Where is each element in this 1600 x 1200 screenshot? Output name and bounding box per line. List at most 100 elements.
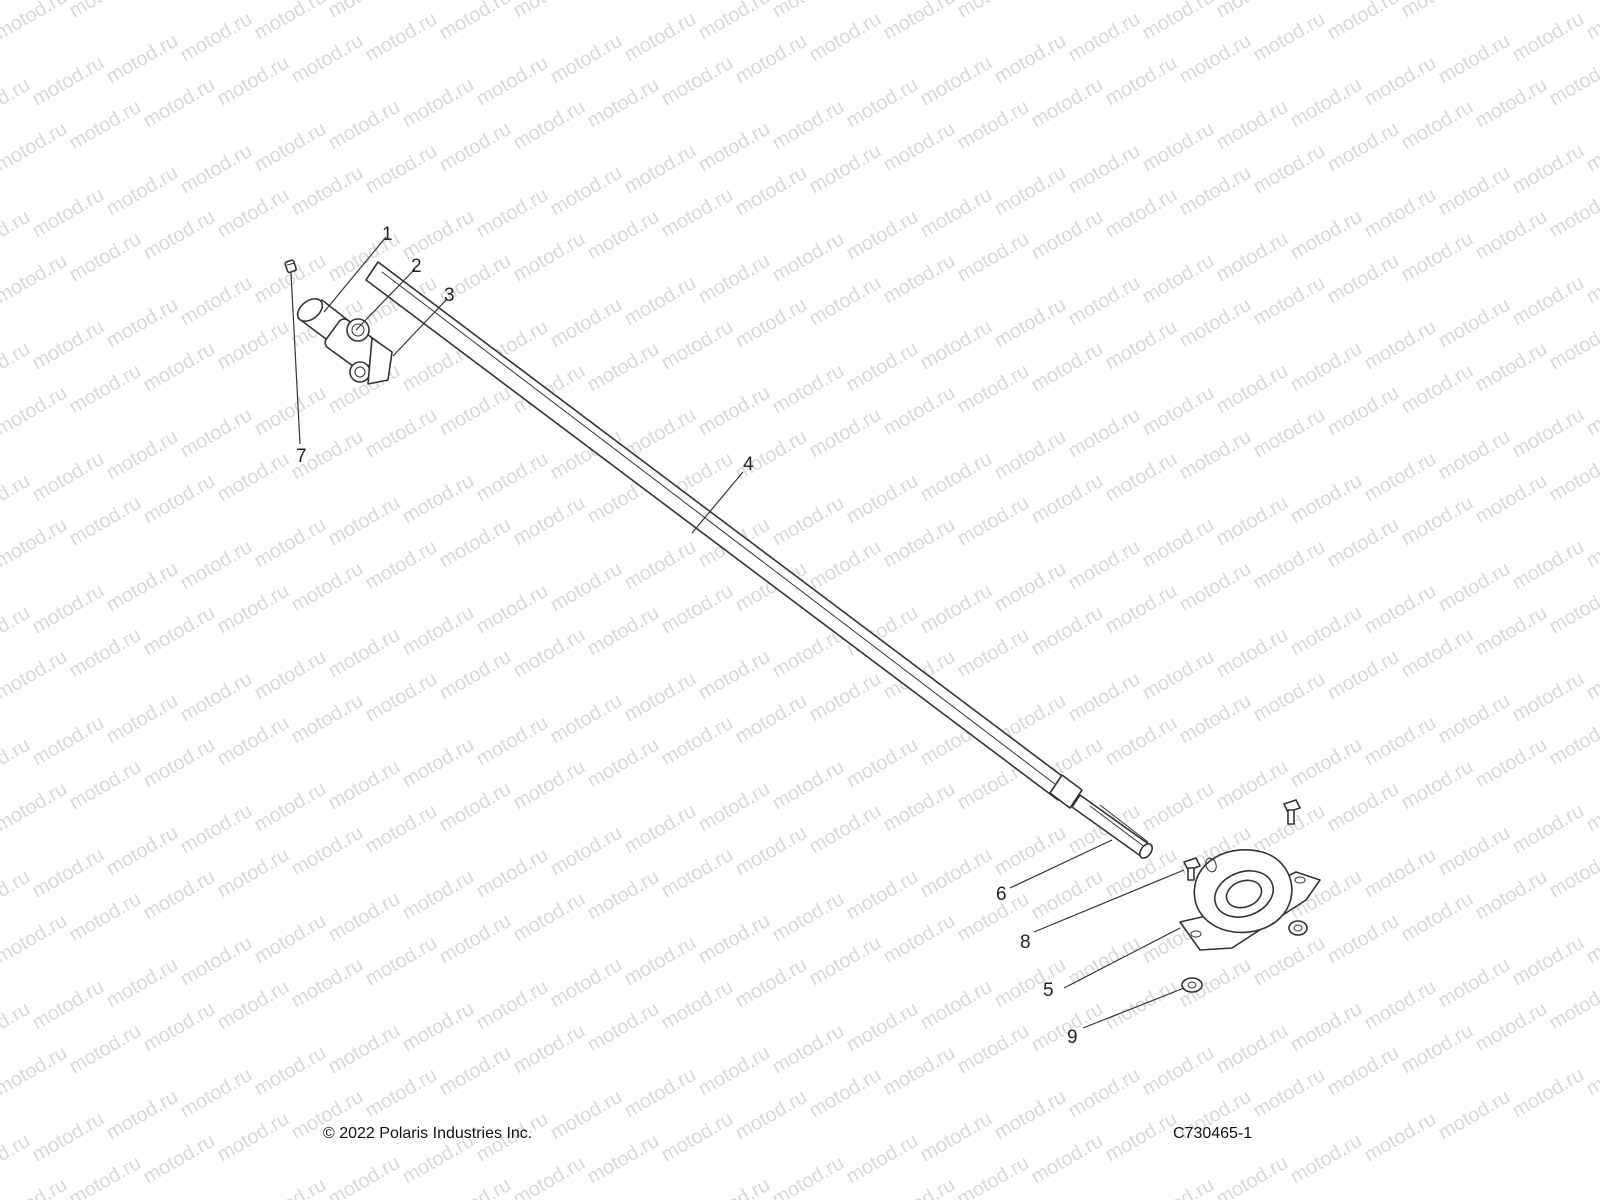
watermark-text: motod.ru — [1583, 514, 1600, 573]
watermark-text: motod.ru — [473, 184, 552, 243]
watermark-text: motod.ru — [843, 74, 922, 133]
watermark-text: motod.ru — [1472, 602, 1551, 661]
watermark-text: motod.ru — [1435, 30, 1514, 89]
watermark-text: motod.ru — [1398, 888, 1477, 947]
watermark-text: motod.ru — [880, 250, 959, 309]
watermark-text: motod.ru — [1583, 118, 1600, 177]
watermark-text: motod.ru — [0, 250, 71, 309]
grease-fitting — [284, 259, 297, 274]
watermark-text: motod.ru — [843, 1130, 922, 1189]
watermark-text: motod.ru — [658, 976, 737, 1035]
watermark-text: motod.ru — [1102, 712, 1181, 771]
watermark-text: motod.ru — [769, 888, 848, 947]
watermark-text: motod.ru — [769, 228, 848, 287]
watermark-text: motod.ru — [1435, 822, 1514, 881]
watermark-text: motod.ru — [29, 580, 108, 639]
watermark-text: motod.ru — [66, 228, 145, 287]
watermark-text: motod.ru — [1139, 1042, 1218, 1101]
watermark-text: motod.ru — [288, 690, 367, 749]
watermark-text: motod.ru — [1139, 0, 1218, 44]
watermark-text: motod.ru — [1398, 360, 1477, 419]
watermark-text: motod.ru — [1213, 1020, 1292, 1079]
watermark-text: motod.ru — [547, 30, 626, 89]
callout-3: 3 — [444, 285, 455, 306]
watermark-text: motod.ru — [1398, 756, 1477, 815]
watermark-text: motod.ru — [917, 580, 996, 639]
watermark-text: motod.ru — [621, 272, 700, 331]
watermark-text: motod.ru — [103, 690, 182, 749]
watermark-text: motod.ru — [399, 734, 478, 793]
watermark-text: motod.ru — [547, 558, 626, 617]
watermark-text: motod.ru — [140, 470, 219, 529]
watermark-text: motod.ru — [658, 1108, 737, 1167]
watermark-text: motod.ru — [510, 1020, 589, 1079]
watermark-text: motod.ru — [1139, 1174, 1218, 1200]
watermark-text: motod.ru — [510, 1152, 589, 1200]
watermark-text: motod.ru — [140, 1130, 219, 1189]
watermark-text: motod.ru — [1546, 184, 1600, 243]
watermark-text: motod.ru — [1250, 8, 1329, 67]
watermark-text: motod.ru — [1102, 52, 1181, 111]
leader-6 — [1009, 839, 1113, 889]
callout-1: 1 — [382, 224, 393, 245]
watermark-text: motod.ru — [436, 1042, 515, 1101]
watermark-text: motod.ru — [251, 778, 330, 837]
watermark-text: motod.ru — [1065, 8, 1144, 67]
watermark-text: motod.ru — [621, 140, 700, 199]
watermark-text: motod.ru — [1139, 382, 1218, 441]
watermark-text: motod.ru — [325, 1152, 404, 1200]
watermark-text: motod.ru — [1509, 140, 1588, 199]
watermark-text: motod.ru — [1324, 0, 1403, 44]
watermark-text: motod.ru — [66, 1152, 145, 1200]
watermark-text: motod.ru — [843, 866, 922, 925]
watermark-text: motod.ru — [1065, 404, 1144, 463]
watermark-text: motod.ru — [1213, 360, 1292, 419]
watermark-text: motod.ru — [1324, 1042, 1403, 1101]
watermark-text: motod.ru — [1435, 426, 1514, 485]
watermark-text: motod.ru — [362, 140, 441, 199]
watermark-text: motod.ru — [140, 602, 219, 661]
watermark-text: motod.ru — [288, 162, 367, 221]
shaft-highlight — [381, 271, 1065, 792]
bolt-right — [1283, 799, 1301, 825]
callout-6: 6 — [996, 884, 1007, 905]
watermark-text: motod.ru — [954, 492, 1033, 551]
watermark-text: motod.ru — [1250, 1064, 1329, 1123]
watermark-text: motod.ru — [103, 30, 182, 89]
watermark-text: motod.ru — [1509, 404, 1588, 463]
watermark-text: motod.ru — [436, 118, 515, 177]
watermark-text: motod.ru — [436, 1174, 515, 1200]
watermark-text: motod.ru — [0, 382, 71, 441]
watermark-text: motod.ru — [880, 1174, 959, 1200]
watermark-text: motod.ru — [991, 30, 1070, 89]
drawing-number: C730465-1 — [1173, 1125, 1253, 1142]
watermark-text: motod.ru — [1324, 382, 1403, 441]
watermark-text: motod.ru — [0, 910, 71, 969]
watermark-text: motod.ru — [991, 426, 1070, 485]
watermark-text: motod.ru — [473, 844, 552, 903]
watermark-text: motod.ru — [1583, 382, 1600, 441]
watermark-text: motod.ru — [0, 778, 71, 837]
watermark-text: motod.ru — [695, 646, 774, 705]
watermark-text: motod.ru — [1213, 228, 1292, 287]
watermark-text: motod.ru — [362, 536, 441, 595]
watermark-text: motod.ru — [0, 118, 71, 177]
watermark-text: motod.ru — [769, 492, 848, 551]
watermark-text: motod.ru — [103, 1086, 182, 1145]
watermark-text: motod.ru — [1028, 206, 1107, 265]
watermark-text: motod.ru — [695, 910, 774, 969]
watermark-text: motod.ru — [510, 888, 589, 947]
callout-5: 5 — [1043, 980, 1054, 1001]
watermark-text: motod.ru — [140, 866, 219, 925]
watermark-text: motod.ru — [1472, 206, 1551, 265]
watermark-text: motod.ru — [1546, 316, 1600, 375]
watermark-text: motod.ru — [1028, 602, 1107, 661]
watermark-text: motod.ru — [1102, 580, 1181, 639]
watermark-text: motod.ru — [880, 0, 959, 44]
watermark-text: motod.ru — [1213, 1152, 1292, 1200]
watermark-text: motod.ru — [1287, 470, 1366, 529]
watermark-text: motod.ru — [732, 954, 811, 1013]
watermark-text: motod.ru — [177, 668, 256, 727]
watermark-text: motod.ru — [1398, 96, 1477, 155]
